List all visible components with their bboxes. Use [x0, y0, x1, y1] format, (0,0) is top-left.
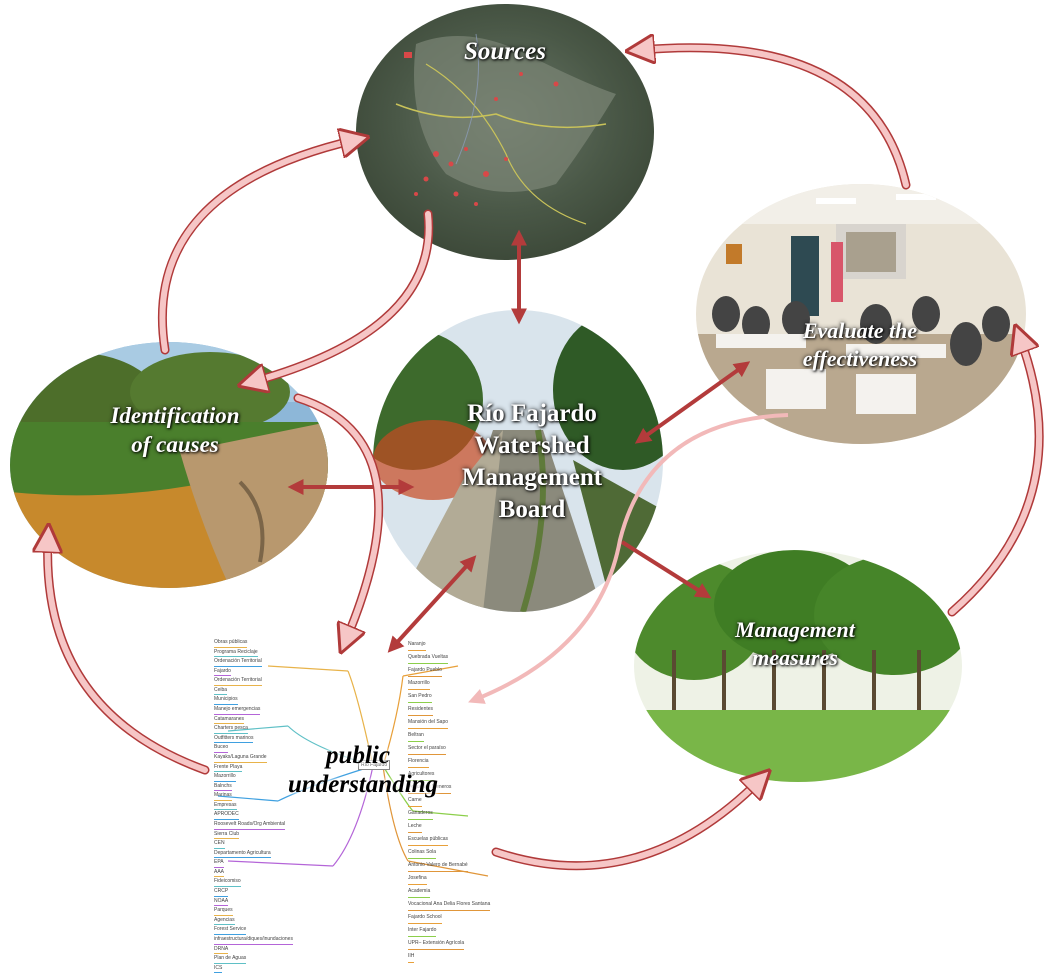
- public-label: public understanding: [288, 742, 439, 800]
- mindmap-item: Academia: [408, 885, 431, 898]
- mindmap-item: Manejo emergencias: [214, 705, 261, 715]
- evaluate-label-line1: Evaluate the: [802, 318, 918, 343]
- center-label-line3: Management: [461, 464, 603, 491]
- mindmap-item: EPA: [214, 858, 224, 868]
- mindmap-item: Obras públicas: [214, 638, 248, 648]
- mindmap-item: Plan de Aguas: [214, 954, 247, 964]
- mindmap-item: Municipios: [214, 695, 238, 706]
- meeting-photo: [696, 184, 1026, 444]
- mindmap-item: Josefina: [408, 872, 427, 885]
- mindmap-item: Ceiba: [214, 686, 228, 696]
- mindmap-item: Ordenación Territorial: [214, 657, 262, 667]
- mindmap-item: Fideicomiso: [214, 877, 241, 888]
- mindmap-item: Departamento Agricultura: [214, 849, 271, 859]
- mindmap-item: Escuelas públicas: [408, 833, 449, 846]
- mindmap-item: Parques: [214, 906, 233, 916]
- cycle-arrow-evaluate-sources: [640, 48, 911, 190]
- mindmap-item: Agricultores: [408, 768, 435, 781]
- mindmap-item: Antonio Valero de Bernabé: [408, 859, 468, 872]
- mindmap-item: CRCP: [214, 887, 229, 897]
- mindmap-item: Naranjo: [408, 638, 426, 651]
- mindmap-item: Carne: [408, 794, 422, 807]
- public-label-line2: understanding: [288, 770, 439, 798]
- mindmap-item: Outfitters marinos: [214, 734, 254, 744]
- causes-label-line1: Identification: [110, 403, 240, 428]
- mindmap-item: Quebrada Vueltas: [408, 651, 449, 664]
- mindmap-item: Sector el paraíso: [408, 742, 446, 755]
- mindmap-item: Sierra Club: [214, 830, 240, 840]
- evaluate-label: Evaluate the effectiveness: [770, 317, 950, 372]
- mindmap-center: Río Fajardo: [358, 760, 391, 770]
- measures-label-line2: measures: [752, 644, 838, 670]
- sources-label: Sources: [464, 38, 546, 65]
- measures-label: Management measures: [710, 616, 880, 671]
- mindmap-item: ICS: [214, 964, 223, 973]
- mindmap-item: infraestructura/diques/inundaciones: [214, 935, 293, 945]
- mindmap-item: CEN: [214, 839, 225, 849]
- mindmap-item: AAA: [214, 868, 225, 878]
- center-label-line2: Watershed: [474, 432, 590, 459]
- mindmap-item: Kayaks/Laguna Grande: [214, 753, 267, 763]
- public-label-line1: public: [326, 742, 390, 769]
- mindmap-item: Vocacional Ana Delia Flores Santana: [408, 898, 491, 911]
- mindmap-item: Leche: [408, 820, 422, 833]
- mindmap-item: APRODEC: [214, 810, 239, 820]
- mindmap-item: San Pedro: [408, 690, 432, 703]
- mindmap-item: Agencias: [214, 916, 235, 926]
- mindmap-item: Mansión del Sapo: [408, 716, 449, 729]
- mindmap-item: Ordenación Territorial: [214, 676, 262, 686]
- mindmap-item: Marinas: [214, 791, 232, 801]
- mindmap-item: NOAA: [214, 897, 229, 907]
- mindmap-item: Florencia: [408, 755, 429, 768]
- mindmap-item: Colinas Sola: [408, 846, 437, 859]
- mindmap-item: Balnchs: [214, 782, 232, 792]
- mindmap-item: Programa Reciclaje: [214, 648, 258, 658]
- mindmap-item: Fajardo: [214, 667, 231, 677]
- mindmap-item: UPR– Extensión Agrícola: [408, 937, 465, 950]
- cycle-arrow-causes-sources: [157, 140, 355, 355]
- evaluate-label-line2: effectiveness: [802, 345, 918, 371]
- mindmap-item: Roosevelt Roads/Org Ambiental: [214, 820, 286, 830]
- center-label: Río Fajardo Watershed Management Board: [432, 398, 632, 526]
- mindmap-item: Beltran: [408, 729, 424, 742]
- erosion-photo: [10, 342, 328, 588]
- mindmap-item: IIH: [408, 950, 415, 963]
- cycle-arrow-sources-causes: [252, 209, 434, 382]
- mindmap-item: DRNA: [214, 945, 229, 955]
- mindmap-item: Catamaranes: [214, 715, 245, 725]
- causes-label: Identification of causes: [90, 402, 260, 460]
- cycle-arrow-public-measures: [491, 780, 760, 871]
- mindmap-item: Inter Fajardo: [408, 924, 437, 937]
- mindmap-item: Buceo: [214, 743, 229, 753]
- mindmap-item: Empresas: [214, 801, 237, 811]
- mindmap-item: Mazorrillo: [408, 677, 430, 690]
- mindmap-item: Ganaderos: [408, 807, 433, 820]
- mindmap-item: Forest Service: [214, 925, 247, 935]
- mindmap-item: Frente Playa: [214, 763, 243, 773]
- mindmap-item: Fajardo School: [408, 911, 442, 924]
- mindmap-item: Fajardo Pueblo: [408, 664, 442, 677]
- mindmap-item: Pequeños Meneros: [408, 781, 452, 794]
- causes-label-line2: of causes: [131, 431, 219, 457]
- mindmap-item: Residentes: [408, 703, 434, 716]
- center-label-line1: Río Fajardo: [467, 400, 597, 427]
- mindmap-item: Mazorrillo: [214, 772, 236, 782]
- center-label-line4: Board: [498, 496, 566, 523]
- mindmap-item: Charters pesca: [214, 724, 248, 734]
- measures-label-line1: Management: [735, 617, 855, 642]
